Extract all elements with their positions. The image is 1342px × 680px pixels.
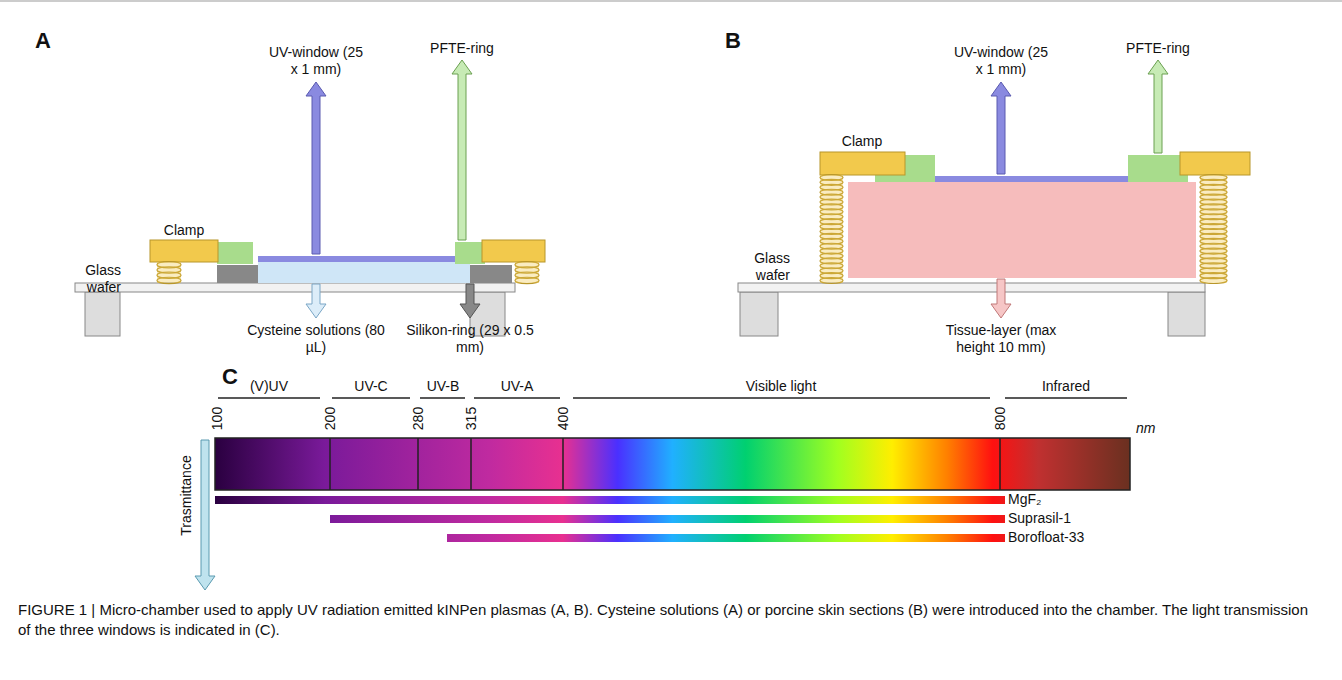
band-label: UV-B [418, 378, 468, 395]
pointer-arrow [1148, 60, 1168, 153]
part-label: PFTE-ring [417, 40, 507, 57]
pointer-arrow [452, 60, 472, 240]
spring-body [820, 175, 843, 283]
spring-body [1200, 175, 1227, 283]
part-label: Clamp [827, 133, 897, 150]
material-label: Suprasil-1 [1008, 510, 1108, 527]
pointer-arrow [460, 284, 480, 318]
pointer-arrow [991, 279, 1011, 318]
tick-value: 400 [555, 401, 572, 437]
figure-caption: FIGURE 1 | Micro-chamber used to apply U… [18, 600, 1324, 640]
part-label: PFTE-ring [1113, 40, 1203, 57]
spring-body [157, 262, 181, 283]
material-label: Borofloat-33 [1008, 529, 1118, 546]
tick-value: 315 [463, 401, 480, 437]
band-label: Visible light [711, 378, 851, 395]
pointer-arrow [991, 82, 1011, 174]
band-label: UV-A [482, 378, 552, 395]
pointer-arrow [195, 440, 215, 590]
band-label: Infrared [1016, 378, 1116, 395]
spring-body [515, 262, 539, 283]
part-label: Clamp [149, 222, 219, 239]
pointer-arrow [306, 82, 326, 254]
part-label: Cysteine solutions (80 µL) [246, 322, 386, 356]
pointer-arrow [306, 284, 326, 318]
part-label: Glass wafer [71, 262, 121, 296]
tick-value: 800 [992, 401, 1009, 437]
panel-letter: A [35, 28, 65, 54]
band-label: (V)UV [229, 378, 309, 395]
tick-value: 100 [209, 401, 226, 437]
unit-label: nm [1136, 420, 1166, 437]
axis-label: Trasmittance [178, 441, 195, 551]
part-label: UV-window (25 x 1 mm) [951, 44, 1051, 78]
panel-letter: C [222, 364, 252, 390]
part-label: Glass wafer [740, 250, 790, 284]
material-label: MgF₂ [1008, 491, 1088, 508]
band-label: UV-C [336, 378, 406, 395]
part-label: Tissue-layer (max height 10 mm) [926, 322, 1076, 356]
tick-value: 280 [410, 401, 427, 437]
part-label: Silikon-ring (29 x 0.5 mm) [405, 322, 535, 356]
part-label: UV-window (25 x 1 mm) [266, 44, 366, 78]
tick-value: 200 [322, 401, 339, 437]
panel-letter: B [725, 28, 755, 54]
